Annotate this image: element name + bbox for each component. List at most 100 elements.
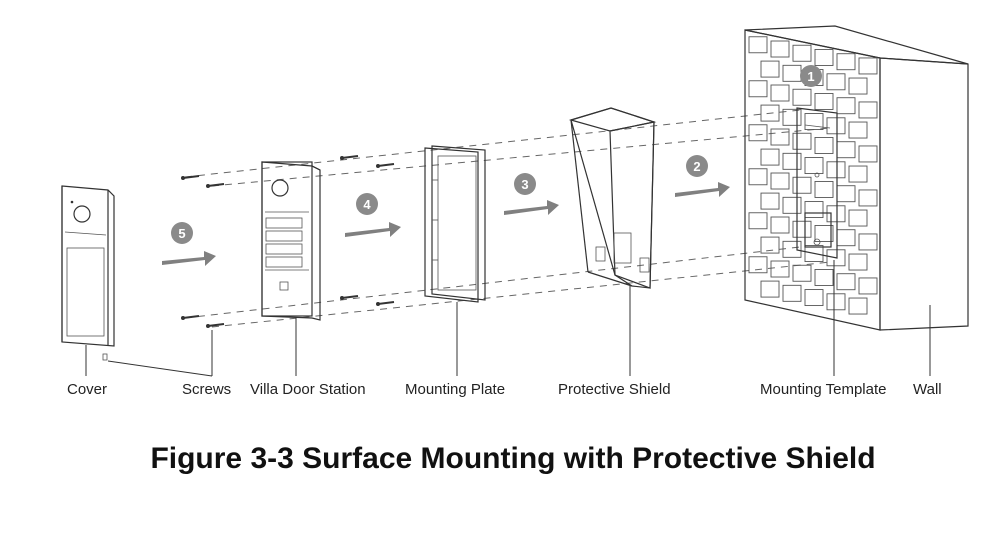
brick [804, 245, 824, 263]
brick [748, 168, 768, 186]
brick [848, 253, 868, 271]
label-wall: Wall [913, 381, 942, 398]
brick [858, 233, 878, 251]
brick [792, 88, 812, 106]
brick [848, 297, 868, 315]
brick [826, 73, 846, 91]
brick [836, 141, 856, 159]
brick [836, 53, 856, 71]
step-badge-3: 3 [514, 173, 536, 195]
screw [377, 163, 395, 167]
brick [782, 240, 802, 258]
brick [748, 212, 768, 230]
mounting-template [796, 107, 838, 259]
screw [182, 315, 200, 319]
brick [848, 165, 868, 183]
brick [760, 104, 780, 122]
screw-head [206, 324, 210, 328]
brick [858, 101, 878, 119]
brick [804, 201, 824, 219]
brick [760, 280, 780, 298]
mounting-plate [424, 145, 486, 303]
brick [782, 196, 802, 214]
brick [760, 192, 780, 210]
brick [782, 64, 802, 82]
brick [858, 57, 878, 75]
screw [341, 155, 359, 159]
brick [826, 205, 846, 223]
brick [858, 277, 878, 295]
screw-head [376, 302, 380, 306]
brick [782, 152, 802, 170]
brick [792, 132, 812, 150]
svg-text:1: 1 [807, 69, 814, 84]
brick [858, 145, 878, 163]
brick [848, 121, 868, 139]
brick [770, 260, 790, 278]
brick [760, 60, 780, 78]
svg-text:3: 3 [521, 177, 528, 192]
wall [744, 25, 969, 331]
label-mounting-template: Mounting Template [760, 381, 886, 398]
brick [858, 189, 878, 207]
screw [341, 295, 359, 299]
brick [760, 148, 780, 166]
screw-head [181, 316, 185, 320]
svg-text:4: 4 [363, 197, 371, 212]
label-mounting-plate: Mounting Plate [405, 381, 505, 398]
screw [182, 175, 200, 179]
brick [848, 77, 868, 95]
screw [207, 183, 225, 187]
brick [826, 161, 846, 179]
arrow-step-3 [504, 200, 559, 215]
label-villa-door-station: Villa Door Station [250, 381, 366, 398]
arrow-step-2 [675, 182, 730, 197]
brick [770, 40, 790, 58]
brick [804, 289, 824, 307]
label-cover: Cover [67, 381, 107, 398]
brick [770, 128, 790, 146]
brick [748, 124, 768, 142]
step-badge-2: 2 [686, 155, 708, 177]
arrow-step-4 [345, 222, 401, 237]
brick [792, 44, 812, 62]
alignment-guides [184, 109, 831, 328]
brick [814, 49, 834, 66]
protective-shield [568, 107, 657, 289]
svg-text:5: 5 [178, 226, 185, 241]
brick [748, 256, 768, 274]
brick [814, 137, 834, 154]
cover [61, 185, 115, 361]
brick [804, 157, 824, 175]
brick [836, 273, 856, 291]
brick [748, 80, 768, 98]
screw-head [376, 164, 380, 168]
brick [836, 185, 856, 203]
brick [792, 220, 812, 238]
brick [814, 269, 834, 286]
arrow-step-5 [162, 251, 216, 266]
leader-lines [85, 260, 931, 377]
brick [814, 225, 834, 242]
brick [760, 236, 780, 254]
brick [826, 293, 846, 311]
screw-head [206, 184, 210, 188]
label-screws: Screws [182, 381, 231, 398]
brick [782, 284, 802, 302]
brick [770, 216, 790, 234]
brick [782, 108, 802, 126]
direction-arrows [162, 182, 730, 266]
brick [826, 249, 846, 267]
brick [770, 84, 790, 102]
screw-head [340, 296, 344, 300]
figure-caption: Figure 3-3 Surface Mounting with Protect… [150, 442, 875, 475]
brick [814, 93, 834, 110]
step-badge-1: 1 [800, 65, 822, 87]
brick [836, 97, 856, 115]
brick [748, 36, 768, 54]
step-badge-4: 4 [356, 193, 378, 215]
brick [836, 229, 856, 247]
brick [792, 176, 812, 194]
brick [804, 113, 824, 131]
